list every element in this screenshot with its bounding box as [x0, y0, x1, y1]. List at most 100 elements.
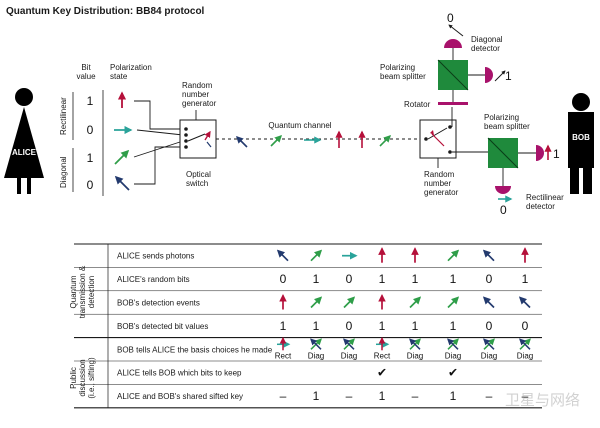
cell-arrow — [447, 296, 460, 309]
bob-label: BOB — [572, 133, 590, 142]
diag-basis-nw — [519, 338, 531, 350]
cell-value: 1 — [450, 319, 457, 333]
alice-wires — [133, 100, 184, 185]
cell-value: 1 — [450, 272, 457, 286]
section-public-label: Publicdiscussion(i.e., sifting) — [69, 357, 96, 399]
cell-basis: Diag — [481, 351, 497, 360]
pol-arrow-diag-nw — [114, 175, 130, 191]
cell-arrow — [482, 249, 495, 262]
cell-value: 1 — [412, 272, 419, 286]
cell-basis: Diag — [341, 351, 357, 360]
cell-value: 1 — [412, 319, 419, 333]
cell-value: 1 — [379, 272, 386, 286]
cell-value: 1 — [313, 272, 320, 286]
bob-wires — [451, 107, 488, 153]
cell-value: 1 — [450, 389, 457, 403]
pbs-top — [437, 59, 469, 102]
bit-1b: 1 — [87, 151, 94, 165]
watermark: 卫星与网络 — [505, 392, 580, 409]
cell-value: 0 — [346, 272, 353, 286]
rect-detector-bottom-bit: 0 — [500, 203, 507, 217]
cell-value: 1 — [522, 272, 529, 286]
cell-value: 0 — [522, 319, 529, 333]
diag-detector-top — [444, 39, 462, 48]
cell-value: 1 — [313, 319, 320, 333]
row-label: BOB tells ALICE the basis choices he mad… — [117, 345, 273, 354]
diag-right-arrow — [494, 70, 506, 82]
cell-value: ✔ — [448, 366, 458, 380]
rect-detector-right-bit: 1 — [553, 147, 560, 161]
row-label: ALICE tells BOB which bits to keep — [117, 369, 242, 378]
cell-arrow — [276, 249, 289, 262]
cell-value: 0 — [486, 272, 493, 286]
diag-basis-nw — [310, 338, 322, 350]
rect-detector-right — [536, 145, 544, 161]
cell-value: – — [412, 389, 419, 403]
section-public: Publicdiscussion(i.e., sifting) — [69, 357, 96, 399]
bit-0b: 0 — [87, 178, 94, 192]
cell-value: 0 — [486, 319, 493, 333]
diag-detector-right — [485, 67, 493, 83]
optical-switch — [179, 119, 217, 159]
row-label: ALICE's random bits — [117, 275, 190, 284]
cell-arrow — [343, 296, 356, 309]
cell-arrow — [447, 249, 460, 262]
diagonal-label: Diagonal — [59, 156, 68, 188]
bob-switch — [419, 119, 457, 159]
cell-basis: Diag — [308, 351, 324, 360]
cell-value: – — [280, 389, 287, 403]
row-label: ALICE and BOB's shared sifted key — [117, 392, 243, 401]
diagonal-group: Diagonal — [59, 148, 74, 192]
bit-0a: 0 — [87, 123, 94, 137]
cell-basis: Rect — [374, 351, 391, 360]
section-quantum: Quantumtransmission &detection — [69, 265, 96, 318]
cell-basis: Diag — [517, 351, 533, 360]
diagram-title: Quantum Key Distribution: BB84 protocol — [6, 6, 205, 17]
cell-basis: Diag — [445, 351, 461, 360]
diag-detector-right-bit: 1 — [505, 69, 512, 83]
cell-value: – — [522, 389, 529, 403]
cell-value: – — [486, 389, 493, 403]
bit-1a: 1 — [87, 94, 94, 108]
cell-basis: Diag — [407, 351, 423, 360]
cell-value: – — [346, 389, 353, 403]
alice-label: ALICE — [12, 148, 37, 157]
pol-arrow-diag-ne — [114, 149, 130, 165]
cell-value: 0 — [346, 319, 353, 333]
alice-figure — [4, 88, 44, 194]
cell-value: 1 — [379, 319, 386, 333]
channel-photons — [235, 130, 392, 148]
rotator — [438, 102, 468, 105]
quantum-channel-label: Quantum channel — [268, 121, 331, 130]
diag-basis-nw — [409, 338, 421, 350]
cell-value: ✔ — [377, 366, 387, 380]
cell-value: 1 — [313, 389, 320, 403]
pbs-right — [487, 137, 519, 169]
rotator-label: Rotator — [404, 100, 431, 109]
cell-arrow — [482, 296, 495, 309]
cell-value: 0 — [280, 272, 287, 286]
rectilinear-label: Rectilinear — [59, 97, 68, 135]
diag-detector-top-bit: 0 — [447, 11, 454, 25]
diag-top-arrow — [448, 24, 464, 37]
row-label: ALICE sends photons — [117, 252, 194, 261]
row-label: BOB's detected bit values — [117, 322, 208, 331]
cell-value: 1 — [379, 389, 386, 403]
rect-detector-bottom — [495, 186, 511, 194]
cell-basis: Rect — [275, 351, 292, 360]
protocol-table: Quantumtransmission &detection Publicdis… — [69, 243, 542, 409]
diag-basis-nw — [343, 338, 355, 350]
diag-basis-nw — [483, 338, 495, 350]
section-quantum-label: Quantumtransmission &detection — [69, 265, 96, 318]
